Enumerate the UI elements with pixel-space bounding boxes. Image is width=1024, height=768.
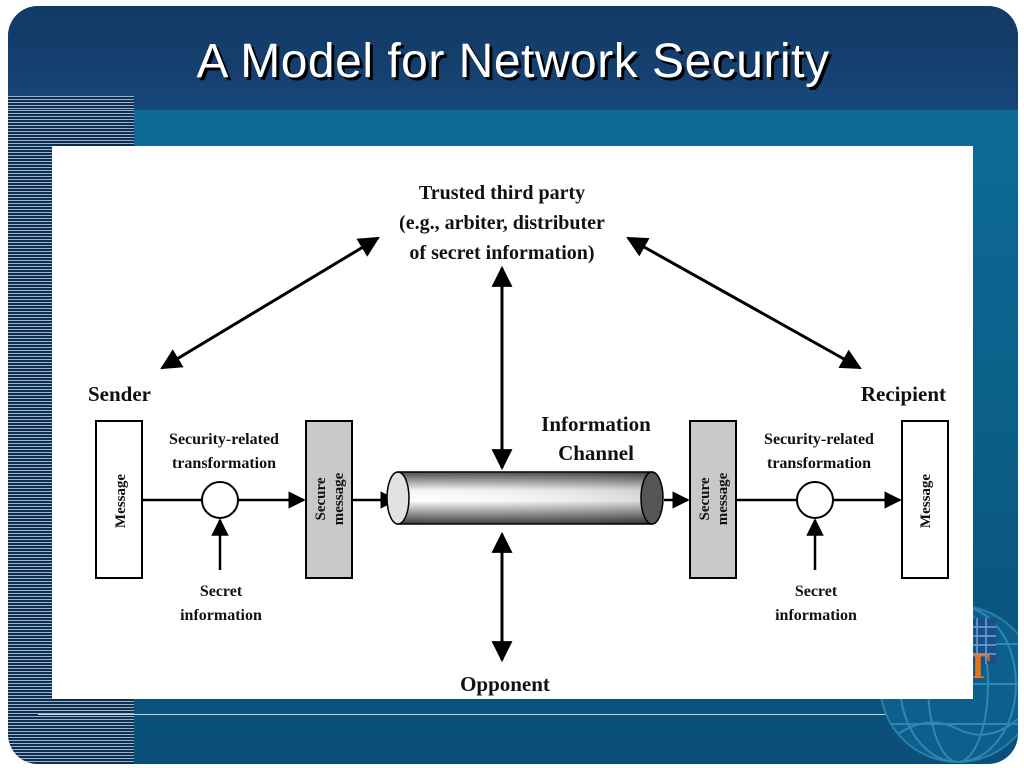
trusted-third-party-line-1: Trusted third party [419, 182, 585, 204]
footer-divider [38, 714, 988, 715]
message-right-label: Message [918, 474, 934, 528]
transformation-right-line-1: Security-related [764, 431, 874, 448]
trusted-third-party-line-2: (e.g., arbiter, distributer [399, 212, 605, 234]
title-bar [8, 6, 1018, 110]
secret-right-line-1: Secret [795, 583, 838, 600]
message-left-label: Message [113, 474, 129, 528]
recipient-trusted-arrow [626, 236, 862, 370]
information-channel-line-1: Information [541, 412, 651, 436]
diagram-panel: Trusted third party (e.g., arbiter, dist… [52, 146, 973, 699]
message-box-left [95, 420, 143, 579]
sender-trusted-arrow [160, 236, 380, 370]
secure-message-left-line-1: Secure [313, 477, 329, 520]
slide-title: A Model for Network Security [196, 35, 830, 88]
secure-message-right-line-2: message [715, 472, 731, 525]
transformation-right-line-2: transformation [767, 455, 871, 472]
slide-background: A Model for Network Security [8, 6, 1018, 764]
secure-message-left-line-2: message [331, 472, 347, 525]
information-channel-line-2: Channel [558, 441, 634, 465]
transformation-circle-left [201, 481, 239, 519]
secure-message-right-line-1: Secure [697, 477, 713, 520]
left-stripe-decoration-top [8, 96, 134, 112]
sender-label: Sender [88, 382, 151, 406]
opponent-label: Opponent [460, 672, 550, 696]
secret-right-line-2: information [775, 607, 857, 624]
trusted-third-party-line-3: of secret information) [409, 242, 594, 264]
secure-message-box-right [689, 420, 737, 579]
network-security-diagram: Trusted third party (e.g., arbiter, dist… [88, 182, 949, 696]
transformation-circle-right [796, 481, 834, 519]
transformation-left-line-2: transformation [172, 455, 276, 472]
secure-message-box-left [305, 420, 353, 579]
secret-left-line-2: information [180, 607, 262, 624]
message-box-right [901, 420, 949, 579]
secret-left-line-1: Secret [200, 583, 243, 600]
transformation-left-line-1: Security-related [169, 431, 279, 448]
information-channel-pipe [386, 471, 664, 525]
recipient-label: Recipient [861, 382, 946, 406]
